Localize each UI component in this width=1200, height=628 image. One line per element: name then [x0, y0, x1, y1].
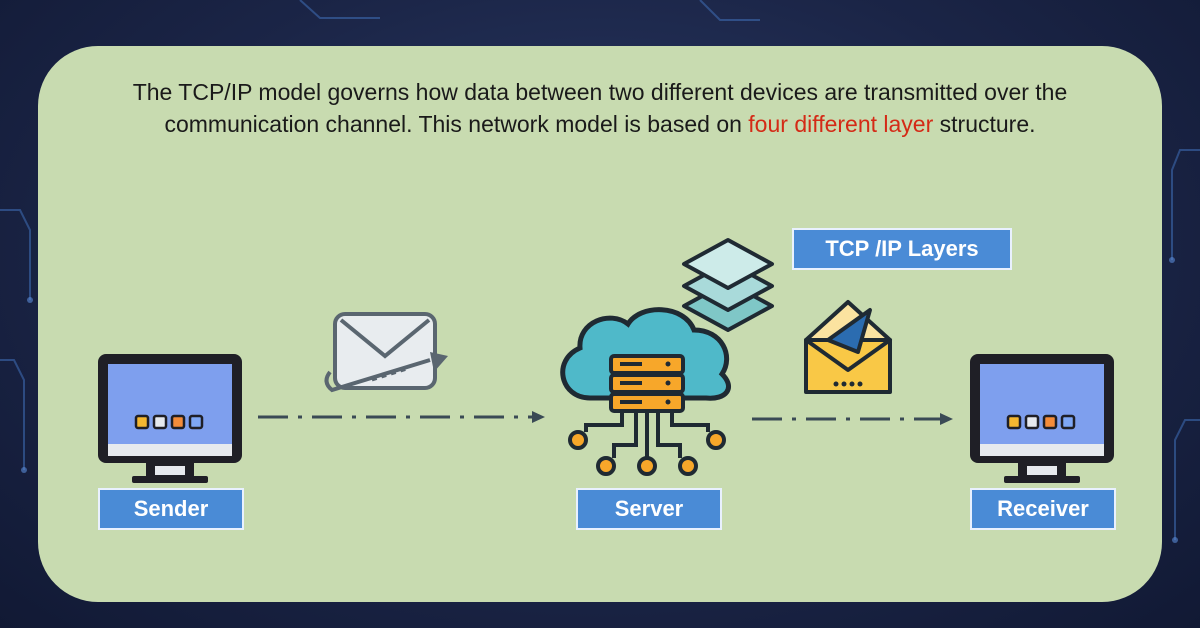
sender-to-server-arrow: [258, 411, 545, 423]
intro-text-highlight: four different layer: [748, 111, 934, 137]
receiver-label: Receiver: [970, 488, 1116, 530]
server-to-receiver-arrow: [752, 413, 953, 425]
intro-text-part1: The TCP/IP model governs how data betwee…: [132, 79, 1068, 137]
receiver-monitor-icon: [970, 354, 1114, 483]
sender-label: Sender: [98, 488, 244, 530]
open-envelope-icon: [804, 300, 892, 394]
cloud-server-icon: [560, 307, 731, 476]
server-label: Server: [576, 488, 722, 530]
mail-icon: [324, 312, 448, 393]
layers-icon: [682, 238, 774, 332]
tcp-ip-layers-label: TCP /IP Layers: [792, 228, 1012, 270]
intro-text-part2: structure.: [933, 111, 1036, 137]
intro-text: The TCP/IP model governs how data betwee…: [110, 76, 1090, 140]
sender-monitor-icon: [98, 354, 242, 483]
